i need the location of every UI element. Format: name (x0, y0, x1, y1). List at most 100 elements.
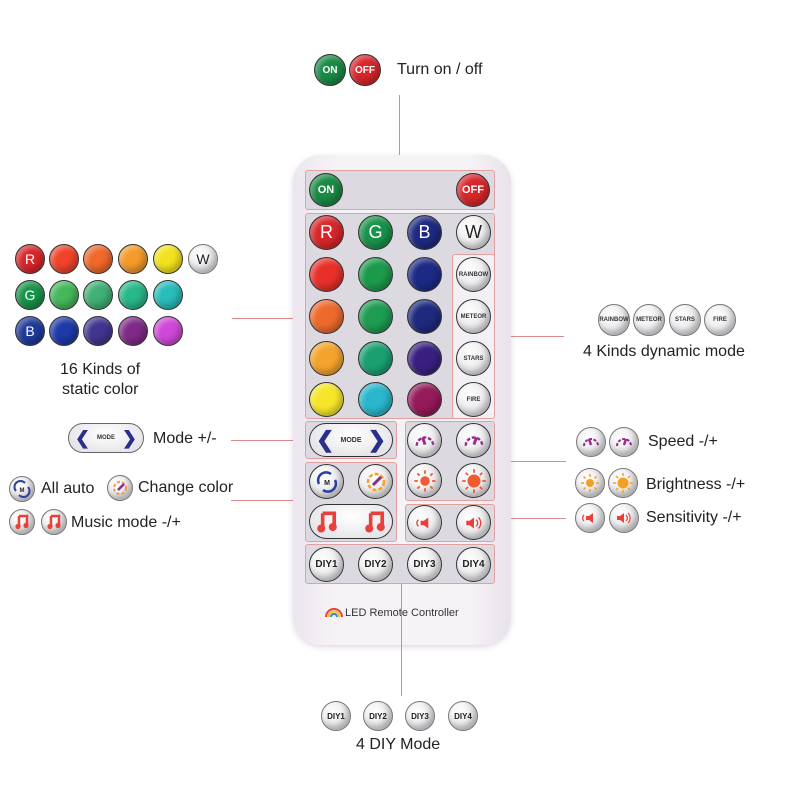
remote-color-red[interactable] (309, 257, 344, 292)
legend-meteor: METEOR (633, 304, 665, 336)
legend-speed-minus-icon (576, 427, 606, 457)
diy4-button[interactable]: DIY4 (456, 547, 491, 582)
legend-music-minus-icon (9, 509, 35, 535)
remote-color-teal[interactable] (358, 341, 393, 376)
on-legend-button: ON (314, 54, 346, 86)
remote-r-button[interactable]: R (309, 215, 344, 250)
diy3-button[interactable]: DIY3 (407, 547, 442, 582)
speed-plus-button[interactable] (456, 423, 491, 458)
connector-auto (231, 500, 311, 501)
legend-color-indigo (83, 316, 113, 346)
legend-color-w: W (188, 244, 218, 274)
remote-color-green[interactable] (358, 257, 393, 292)
remote-fire-button[interactable]: FIRE (456, 382, 491, 417)
connector-static (232, 318, 306, 319)
mode-next-icon[interactable]: ❯ (367, 427, 386, 452)
change-color-button[interactable] (358, 464, 393, 499)
sensitivity-caption: Sensitivity -/+ (646, 509, 742, 526)
chevron-left-icon: ❮ (75, 428, 91, 448)
legend-brightness-minus-icon (575, 468, 605, 498)
music-minus-button[interactable] (314, 509, 340, 535)
legend-diy4: DIY4 (448, 701, 478, 731)
change-color-caption: Change color (138, 479, 234, 496)
legend-sensitivity-plus-icon (609, 503, 639, 533)
speed-caption: Speed -/+ (648, 433, 718, 450)
brightness-plus-button[interactable] (456, 463, 491, 498)
legend-diy1: DIY1 (321, 701, 351, 731)
legend-color-r: R (15, 244, 45, 274)
mode-caption: Mode +/- (153, 430, 217, 447)
connector-diy (401, 584, 402, 696)
rainbow-logo-icon (325, 607, 343, 617)
remote-b-button[interactable]: B (407, 215, 442, 250)
chevron-right-icon: ❯ (121, 428, 137, 448)
music-mode-pill (309, 504, 393, 539)
off-legend-label: OFF (355, 64, 375, 76)
legend-color-amber (118, 244, 148, 274)
legend-color-magenta (153, 316, 183, 346)
legend-color-orange (83, 244, 113, 274)
legend-color-sea-green (83, 280, 113, 310)
legend-sensitivity-minus-icon (575, 503, 605, 533)
static-color-caption-1: 16 Kinds of (60, 361, 141, 378)
remote-color-yellow[interactable] (309, 382, 344, 417)
music-plus-button[interactable] (362, 509, 388, 535)
legend-speed-plus-icon (609, 427, 639, 457)
off-legend-button: OFF (349, 54, 381, 86)
legend-color-yellow (153, 244, 183, 274)
connector-speed-brightness (494, 461, 566, 462)
remote-color-cyan[interactable] (358, 382, 393, 417)
legend-color-g: G (15, 280, 45, 310)
diy-caption: 4 DIY Mode (356, 736, 441, 753)
static-color-caption-2: static color (62, 381, 139, 398)
music-mode-caption: Music mode -/+ (71, 514, 181, 531)
legend-stars: STARS (669, 304, 701, 336)
legend-all-auto-icon: M (9, 476, 35, 502)
connector-onoff (399, 95, 400, 170)
remote-meteor-button[interactable]: METEOR (456, 299, 491, 334)
all-auto-caption: All auto (41, 480, 95, 497)
connector-mode (231, 440, 311, 441)
legend-rainbow: RAINBOW (598, 304, 630, 336)
remote-rainbow-button[interactable]: RAINBOW (456, 257, 491, 292)
legend-fire: FIRE (704, 304, 736, 336)
sensitivity-minus-button[interactable] (407, 505, 442, 540)
svg-text:M: M (20, 488, 25, 494)
off-button[interactable]: OFF (456, 173, 490, 207)
connector-sensitivity (494, 518, 566, 519)
sensitivity-plus-button[interactable] (456, 505, 491, 540)
remote-color-amber[interactable] (309, 341, 344, 376)
legend-brightness-plus-icon (608, 468, 638, 498)
mode-prev-icon[interactable]: ❮ (316, 427, 335, 452)
all-auto-button[interactable]: M (309, 464, 344, 499)
remote-color-plum[interactable] (407, 382, 442, 417)
legend-color-light-green (49, 280, 79, 310)
legend-diy2: DIY2 (363, 701, 393, 731)
legend-color-teal-green (118, 280, 148, 310)
dynamic-mode-caption: 4 Kinds dynamic mode (583, 343, 745, 360)
svg-text:M: M (324, 480, 330, 487)
legend-mode-button: ❮ MODE ❯ (68, 423, 144, 453)
remote-color-navy[interactable] (407, 257, 442, 292)
legend-color-cyan (153, 280, 183, 310)
brightness-minus-button[interactable] (407, 463, 442, 498)
legend-color-blue (49, 316, 79, 346)
legend-diy3: DIY3 (405, 701, 435, 731)
remote-color-green-2[interactable] (358, 299, 393, 334)
diy2-button[interactable]: DIY2 (358, 547, 393, 582)
legend-color-b: B (15, 316, 45, 346)
diy1-button[interactable]: DIY1 (309, 547, 344, 582)
on-button[interactable]: ON (309, 173, 343, 207)
turn-on-off-caption: Turn on / off (397, 61, 483, 78)
remote-g-button[interactable]: G (358, 215, 393, 250)
legend-color-purple (118, 316, 148, 346)
legend-change-color-icon (107, 475, 133, 501)
remote-stars-button[interactable]: STARS (456, 341, 491, 376)
brightness-caption: Brightness -/+ (646, 476, 746, 493)
remote-color-navy-2[interactable] (407, 299, 442, 334)
remote-color-orange[interactable] (309, 299, 344, 334)
remote-color-violet[interactable] (407, 341, 442, 376)
speed-minus-button[interactable] (407, 423, 442, 458)
mode-button[interactable]: ❮ MODE ❯ (309, 423, 393, 457)
remote-w-button[interactable]: W (456, 215, 491, 250)
